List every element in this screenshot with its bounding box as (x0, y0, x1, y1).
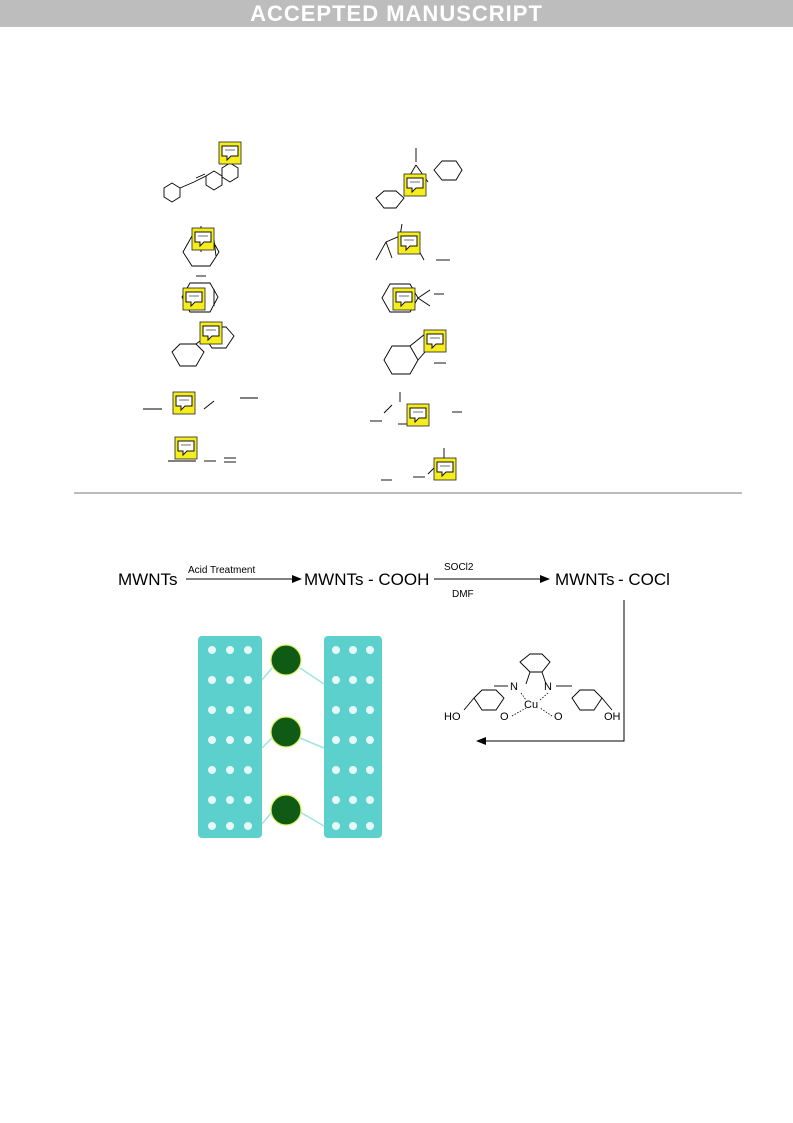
scheme-start: MWNTs (118, 570, 177, 589)
structure-chain-1 (143, 397, 258, 410)
scheme-step2-bottom: DMF (452, 589, 474, 600)
cu-salen-complex: N N Cu O O HO OH (444, 653, 621, 723)
structure-tricyclic-2 (381, 283, 444, 313)
svg-text:N: N (544, 681, 552, 693)
svg-text:Cu: Cu (524, 699, 538, 711)
note-icon[interactable] (191, 227, 215, 251)
note-icon[interactable] (392, 287, 416, 311)
cu-complex-sphere (270, 794, 302, 826)
svg-text:OH: OH (604, 711, 621, 723)
structure-stilbene (163, 162, 239, 203)
scheme-step1-reagent: Acid Treatment (188, 565, 255, 576)
note-icon[interactable] (433, 457, 457, 481)
structure-bicyclic-2 (181, 275, 219, 313)
scheme-intermediate-group: - COOH (368, 570, 429, 589)
scheme-product-group: - COCl (618, 570, 670, 589)
svg-text:O: O (554, 711, 563, 723)
reaction-scheme: MWNTs Acid Treatment MWNTs - COOH SOCl2 … (118, 562, 670, 745)
note-icon[interactable] (406, 403, 430, 427)
note-icon[interactable] (182, 287, 206, 311)
note-icon[interactable] (397, 231, 421, 255)
note-icon[interactable] (218, 141, 242, 165)
scheme-intermediate: MWNTs (304, 570, 363, 589)
nanotube-illustration (198, 636, 382, 838)
note-icon[interactable] (423, 329, 447, 353)
cu-complex-sphere (270, 644, 302, 676)
svg-text:HO: HO (444, 711, 461, 723)
note-icon[interactable] (174, 436, 198, 460)
structure-chain-2 (168, 457, 236, 463)
scheme-product: MWNTs (555, 570, 614, 589)
accepted-manuscript-banner: ACCEPTED MANUSCRIPT (0, 0, 793, 27)
note-icon[interactable] (199, 321, 223, 345)
cu-complex-sphere (270, 716, 302, 748)
scheme-step2-top: SOCl2 (444, 562, 474, 573)
svg-text:N: N (510, 681, 518, 693)
svg-text:O: O (500, 711, 509, 723)
note-icon[interactable] (403, 173, 427, 197)
note-icon[interactable] (172, 391, 196, 415)
